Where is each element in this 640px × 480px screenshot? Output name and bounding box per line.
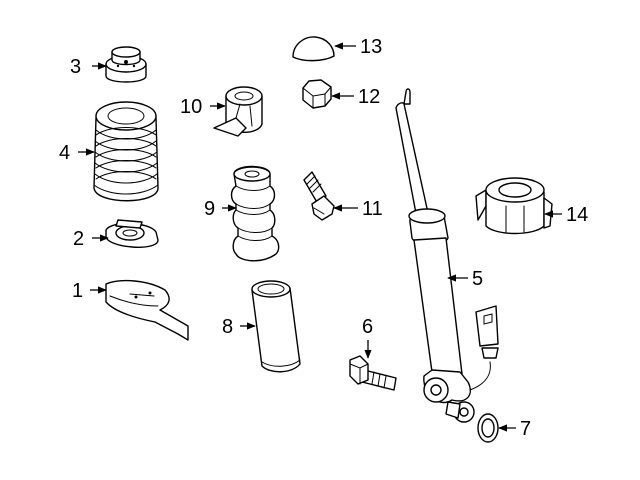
callout-3: 3 bbox=[70, 56, 81, 78]
callout-2: 2 bbox=[73, 228, 84, 250]
part-1-heat-shield bbox=[105, 279, 189, 341]
part-8-dust-boot bbox=[251, 280, 301, 373]
callout-13: 13 bbox=[360, 36, 382, 58]
callout-9: 9 bbox=[204, 198, 215, 220]
part-9-bump-stop bbox=[230, 165, 280, 262]
leader-lines bbox=[78, 42, 562, 432]
part-3-cap bbox=[105, 46, 147, 83]
callout-7: 7 bbox=[520, 418, 531, 440]
callout-14: 14 bbox=[566, 204, 588, 226]
part-14-bracket bbox=[475, 177, 553, 235]
callout-8: 8 bbox=[222, 316, 233, 338]
callout-11: 11 bbox=[362, 198, 383, 220]
part-2-spring-seat bbox=[105, 219, 159, 248]
callout-numbers: 3 4 2 1 10 9 8 13 12 11 6 5 14 7 bbox=[59, 36, 588, 440]
callout-10: 10 bbox=[180, 96, 202, 118]
callout-12: 12 bbox=[358, 86, 380, 108]
part-5-shock-absorber bbox=[395, 88, 499, 423]
part-11-bolt bbox=[303, 171, 335, 221]
part-12-nut bbox=[302, 79, 332, 109]
part-10-upper-mount bbox=[213, 86, 263, 137]
callout-4: 4 bbox=[59, 142, 70, 164]
part-4-coil-spring bbox=[93, 101, 159, 202]
part-6-bolt bbox=[349, 355, 397, 391]
callout-1: 1 bbox=[72, 280, 83, 302]
callout-5: 5 bbox=[472, 268, 483, 290]
callout-6: 6 bbox=[362, 316, 373, 338]
part-13-cap bbox=[292, 36, 335, 62]
part-7-o-ring bbox=[477, 413, 499, 443]
